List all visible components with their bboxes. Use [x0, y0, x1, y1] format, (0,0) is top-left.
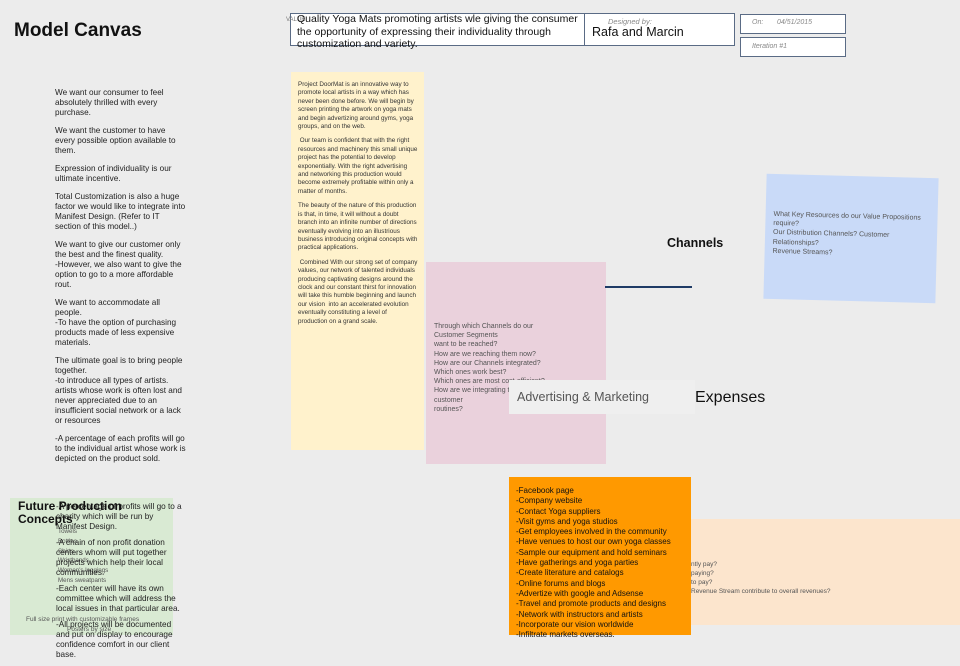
- channels-heading[interactable]: Channels: [667, 236, 724, 250]
- list-item: -Incorporate our vision worldwide: [516, 619, 634, 629]
- revenue-questions: ntly pay? paying? to pay? Revenue Stream…: [691, 561, 831, 595]
- list-item: -Advertize with google and Adsense: [516, 588, 644, 598]
- customer-notes[interactable]: We want our consumer to feel absolutely …: [55, 88, 187, 472]
- designed-by-box[interactable]: [584, 13, 735, 46]
- list-item: -Contact Yoga suppliers: [516, 506, 601, 516]
- customer-note: -A percentage of each profits will go to…: [55, 434, 186, 463]
- customer-notes-continued[interactable]: -A percentage of profits will go to a ch…: [56, 502, 184, 666]
- marketing-list-note[interactable]: -Facebook page -Company website -Contact…: [509, 477, 691, 639]
- customer-note: We want to give our customer only the be…: [55, 240, 182, 289]
- list-item: -Infiltrate markets overseas.: [516, 630, 615, 640]
- list-item: -Travel and promote products and designs: [516, 599, 667, 609]
- customer-note: -A chain of non profit donation centers …: [56, 538, 167, 577]
- future-concepts-items: Towels Bottles Shirts Wristbands Women's…: [58, 528, 109, 584]
- expenses-heading[interactable]: Expenses: [695, 389, 766, 406]
- list-item: -Visit gyms and yoga studios: [516, 516, 618, 526]
- page-title: Model Canvas: [14, 20, 142, 41]
- project-paragraph: Our team is confident that with the righ…: [298, 137, 420, 195]
- customer-note: We want our consumer to feel absolutely …: [55, 88, 164, 117]
- channels-note[interactable]: [426, 262, 606, 464]
- list-item: -Have venues to host our own yoga classe…: [516, 537, 671, 547]
- customer-note: -Each center will have its own committee…: [56, 584, 180, 613]
- value-proposition-text[interactable]: Quality Yoga Mats promoting artists wle …: [297, 13, 578, 50]
- date-value[interactable]: 04/51/2015: [777, 19, 813, 26]
- list-item: -Company website: [516, 496, 583, 506]
- project-paragraph: The beauty of the nature of this product…: [298, 202, 418, 252]
- customer-note: Expression of individuality is our ultim…: [55, 164, 172, 183]
- advertising-marketing-box[interactable]: [509, 380, 695, 414]
- designed-by-name[interactable]: Rafa and Marcin: [592, 25, 684, 39]
- designed-by-label: Designed by:: [608, 17, 652, 26]
- iteration-box[interactable]: [740, 37, 846, 57]
- project-description-note[interactable]: Project DoorMat is an innovative way to …: [291, 72, 424, 450]
- list-item: -Network with instructors and artists: [516, 609, 643, 619]
- key-resources-questions: What Key Resources do our Value Proposit…: [772, 210, 921, 257]
- customer-note: -All projects will be documented and put…: [56, 620, 173, 659]
- future-concepts-note[interactable]: [10, 498, 173, 635]
- customer-note: -A percentage of profits will go to a ch…: [56, 502, 182, 531]
- list-item: -Have gatherings and yoga parties: [516, 558, 639, 568]
- value-proposition-box[interactable]: [290, 13, 585, 46]
- customer-note: Total Customization is also a huge facto…: [55, 192, 186, 231]
- customer-note: We want the customer to have every possi…: [55, 126, 176, 155]
- revenue-streams-note[interactable]: [690, 519, 960, 625]
- list-item: -Online forums and blogs: [516, 578, 606, 588]
- future-concepts-title[interactable]: Future Production Concepts: [18, 499, 122, 526]
- future-concepts-posters: Posters by size: [67, 626, 112, 633]
- customer-note: The ultimate goal is to bring people tog…: [55, 356, 183, 425]
- date-label: On:: [752, 19, 764, 26]
- list-item: -Facebook page: [516, 486, 574, 495]
- iteration-label[interactable]: Iteration #1: [752, 43, 788, 50]
- value-proposition-tag: VALUE: [286, 17, 306, 23]
- list-item: -Get employees involved in the community: [516, 527, 667, 537]
- customer-note: We want to accommodate all people. -To h…: [55, 298, 177, 347]
- future-concepts-full-print: Full size print with customizable frames: [26, 616, 140, 623]
- project-paragraph: Project DoorMat is an innovative way to …: [298, 81, 414, 131]
- advertising-marketing-label[interactable]: Advertising & Marketing: [517, 390, 650, 404]
- connector-line[interactable]: [605, 286, 692, 288]
- list-item: -Create literature and catalogs: [516, 568, 624, 578]
- list-item: -Sample our equipment and hold seminars: [516, 547, 667, 557]
- project-paragraph: Combined With our strong set of company …: [298, 258, 420, 325]
- date-box[interactable]: [740, 14, 846, 34]
